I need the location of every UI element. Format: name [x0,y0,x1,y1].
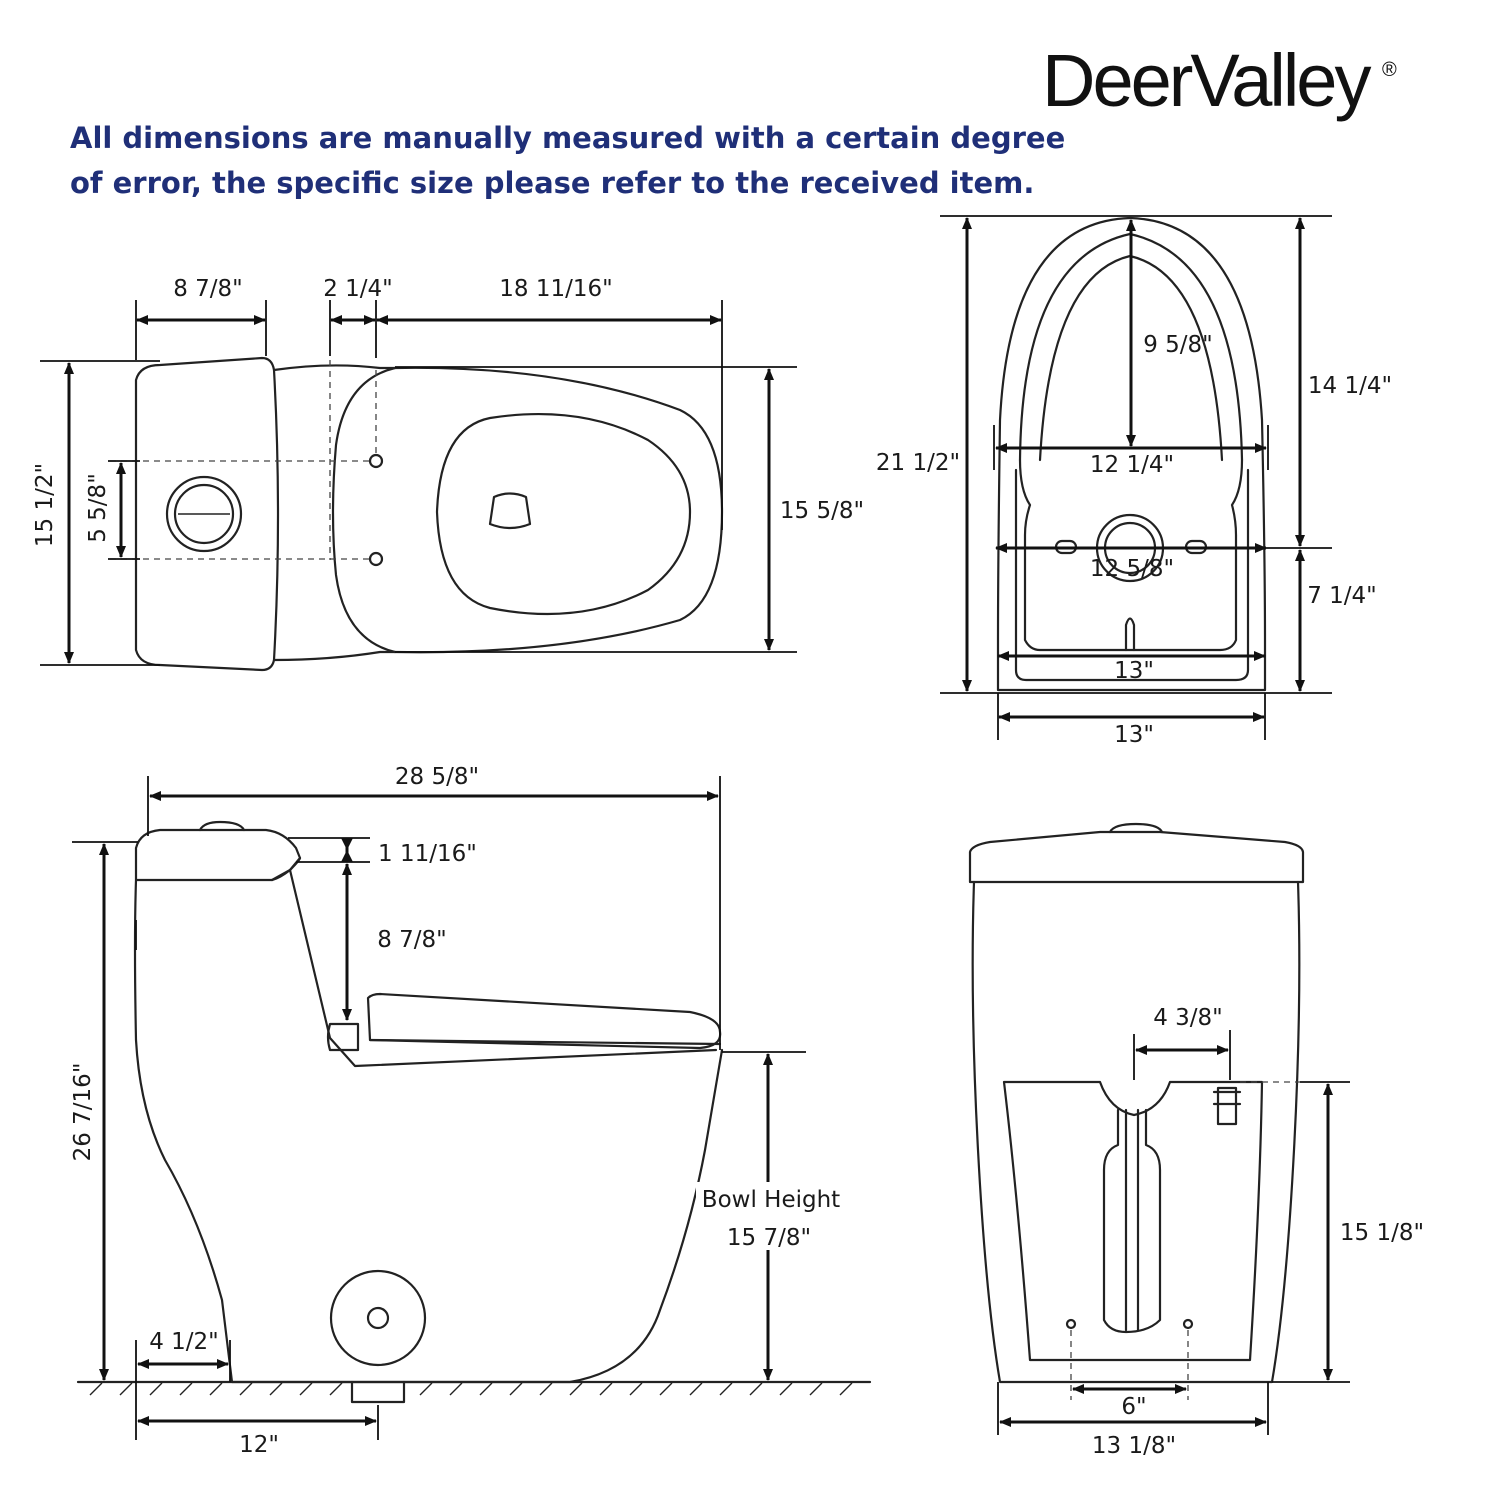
dim-seat-hinge-width: 12 5/8" [1090,556,1174,582]
side-flange-icon [350,1380,406,1404]
dim-side-overall-length: 28 5/8" [395,764,479,790]
dim-seat-inner-width: 12 1/4" [1090,452,1174,478]
bolt-hole-icon [368,551,384,567]
front-view: 4 3/8" 15 1/8" 6" 13 1/8" [968,822,1424,1459]
side-seat-lid [366,992,722,1050]
side-flush-button-icon [198,820,246,832]
seat-outer-outline [996,216,1267,692]
floor-bolt-icon [1065,1318,1077,1330]
bowl-height-label-bg [696,1182,846,1250]
side-body-outline [133,878,724,1384]
dim-tank-depth: 8 7/8" [173,276,243,302]
registered-mark: ® [1382,59,1397,81]
flush-button-ring-icon [173,483,235,545]
dim-bowl-length: 18 11/16" [499,276,612,302]
dim-rough-in: 12" [239,1432,279,1458]
dim-bolt-offset: 2 1/4" [323,276,393,302]
disclaimer-line-2: of error, the specific size please refer… [70,166,1034,200]
bowl-height-label: Bowl Height [702,1187,840,1213]
dim-seat-overall-length: 21 1/2" [876,450,960,476]
side-view: 28 5/8" 1 11/16" 8 7/8" 26 7/16" Bowl He… [70,764,872,1458]
dim-seat-front-length: 14 1/4" [1308,373,1392,399]
dim-overall-height: 26 7/16" [70,1063,96,1162]
dim-tank-width: 15 1/2" [32,463,58,547]
dim-front-gap: 4 1/2" [149,1329,219,1355]
brand-logo: DeerValley [1042,39,1371,122]
dim-tank-to-seat: 8 7/8" [377,927,447,953]
dim-bowl-height: 15 7/8" [727,1225,811,1251]
dim-bolt-spacing: 5 5/8" [85,473,111,543]
dim-base-width: 13 1/8" [1092,1433,1176,1459]
side-tank-lid [134,828,302,882]
side-hinge-icon [326,1022,360,1052]
top-bowl-opening [435,413,692,616]
flush-button-icon [165,475,243,553]
top-bowl-outline [272,364,724,662]
dim-floor-bolt-spacing: 6" [1121,1394,1146,1420]
dim-inlet-height: 15 1/8" [1340,1220,1424,1246]
disclaimer-line-1: All dimensions are manually measured wit… [70,121,1065,155]
dim-seat-rear-outer-width: 13" [1114,722,1154,748]
top-drain-icon [488,492,532,530]
top-view: 8 7/8" 2 1/4" 18 11/16" 15 1/2" 5 5/8" 1… [32,276,864,672]
bolt-hole-icon [368,453,384,469]
dim-seat-rear-inner-width: 13" [1114,658,1154,684]
dim-inlet-offset: 4 3/8" [1153,1005,1223,1031]
side-trapway-icon [329,1269,427,1367]
dim-bowl-width: 15 5/8" [780,498,864,524]
front-body-outline [971,880,1301,1384]
dim-lid-thickness: 1 11/16" [378,841,477,867]
dim-seat-rear-length: 7 1/4" [1307,583,1377,609]
dim-seat-inner-length: 9 5/8" [1143,332,1213,358]
floor-bolt-icon [1182,1318,1194,1330]
front-tank-lid [968,830,1305,884]
seat-view: 21 1/2" 9 5/8" 14 1/4" 12 1/4" 12 5/8" 7… [876,215,1392,748]
front-flush-button-icon [1108,822,1164,834]
front-supply-valve-icon [1216,1086,1238,1126]
